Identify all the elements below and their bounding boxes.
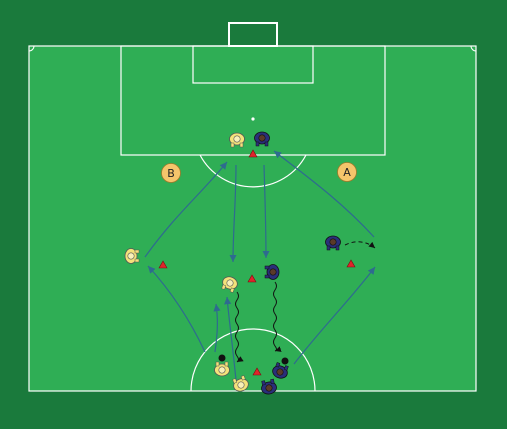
player-navy-bottom — [261, 378, 277, 395]
pass-arrow — [293, 266, 376, 365]
navy-players — [254, 131, 341, 395]
goal-frame — [228, 22, 278, 47]
ball — [218, 354, 226, 362]
cone-marker — [248, 149, 258, 158]
dribble-path — [235, 291, 244, 363]
corner-arc-right — [470, 45, 477, 52]
yellow-players — [124, 132, 249, 392]
ball — [281, 357, 289, 365]
dribble-paths — [235, 241, 376, 363]
cone-marker — [252, 367, 262, 376]
pass-arrow — [273, 150, 375, 238]
player-navy-top — [254, 131, 270, 147]
cone-marker — [158, 260, 168, 269]
center-circle-arc — [190, 328, 316, 392]
pass-arrows — [144, 150, 376, 381]
pass-arrow — [224, 296, 237, 381]
goal-area — [192, 45, 314, 84]
penalty-spot — [251, 117, 255, 121]
zone-label-b: B — [167, 167, 175, 180]
player-navy-mid — [264, 264, 280, 280]
player-yellow-bottom-left — [214, 361, 230, 377]
cone-marker — [247, 274, 257, 283]
dribble-path — [344, 241, 376, 249]
player-navy-bottom-right — [272, 362, 289, 379]
player-yellow-mid — [221, 276, 238, 293]
pass-arrow — [213, 303, 221, 353]
player-yellow-bottom — [232, 375, 249, 392]
cone-marker — [346, 259, 356, 268]
cones — [158, 149, 356, 376]
zone-badge-b: B — [161, 163, 181, 183]
pass-arrow — [229, 164, 237, 263]
pass-arrow — [144, 161, 228, 258]
player-yellow-top — [229, 132, 245, 148]
player-yellow-left — [124, 248, 140, 264]
pass-arrow — [147, 265, 206, 353]
zone-label-a: A — [343, 166, 351, 179]
penalty-arc — [199, 154, 307, 188]
corner-arc-left — [28, 45, 35, 52]
zone-badge-a: A — [337, 162, 357, 182]
pitch-surface — [28, 45, 477, 392]
balls — [218, 354, 289, 365]
pass-arrow — [262, 164, 270, 259]
player-navy-right — [325, 235, 341, 251]
dribble-path — [273, 281, 282, 352]
